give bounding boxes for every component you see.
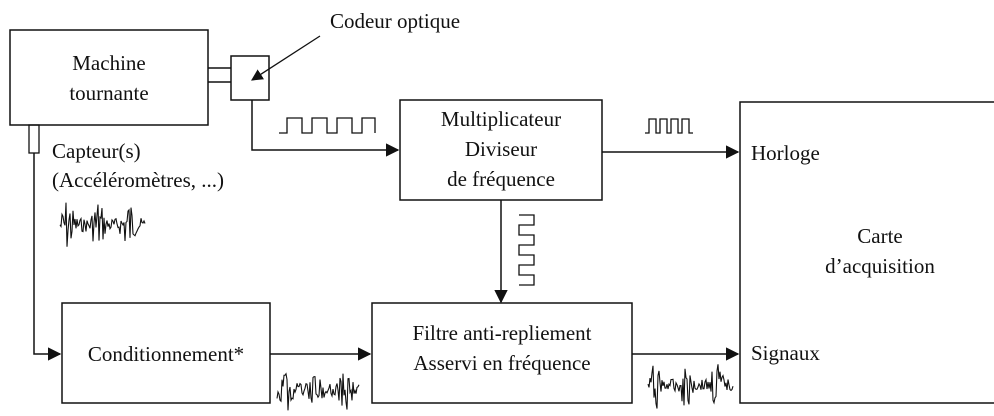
encoder-pulse-wave xyxy=(279,117,376,134)
filter-label-line2: Asservi en fréquence xyxy=(413,351,590,375)
encoder-pointer-arrow xyxy=(251,35,321,81)
card-label-line2: d’acquisition xyxy=(825,254,935,278)
sensor-stub xyxy=(28,124,40,154)
machine-block xyxy=(9,29,209,126)
signals-label: Signaux xyxy=(751,341,820,365)
filter-label-line1: Filtre anti-repliement xyxy=(412,321,591,345)
conditioning-label: Conditionnement* xyxy=(88,342,244,366)
card-label-line1: Carte xyxy=(857,224,902,248)
machine-label-line2: tournante xyxy=(69,81,148,105)
conditioning-block xyxy=(61,302,271,404)
sensor-raw-signal-wave xyxy=(59,202,146,247)
acquisition-card-block xyxy=(739,101,994,404)
clock-pulse-wave xyxy=(645,118,693,134)
encoder-block xyxy=(230,55,270,101)
sensor-label-line1: Capteur(s) xyxy=(52,139,141,163)
encoder-label: Codeur optique xyxy=(330,9,460,33)
conditioned-signal-wave xyxy=(276,372,360,411)
filter-control-pulse-wave xyxy=(518,214,535,286)
multiplier-label-line2: Diviseur xyxy=(465,137,537,161)
machine-label-line1: Machine xyxy=(72,51,145,75)
sensor-label-line2: (Accéléromètres, ...) xyxy=(52,168,224,192)
clock-label: Horloge xyxy=(751,141,820,165)
filter-block xyxy=(371,302,633,404)
sensor-to-conditioning-line xyxy=(33,153,62,361)
multiplier-label-line3: de fréquence xyxy=(447,167,555,191)
filtered-signal-wave xyxy=(647,364,734,409)
multiplier-label-line1: Multiplicateur xyxy=(441,107,561,131)
encoder-to-multiplier-line xyxy=(251,100,400,157)
